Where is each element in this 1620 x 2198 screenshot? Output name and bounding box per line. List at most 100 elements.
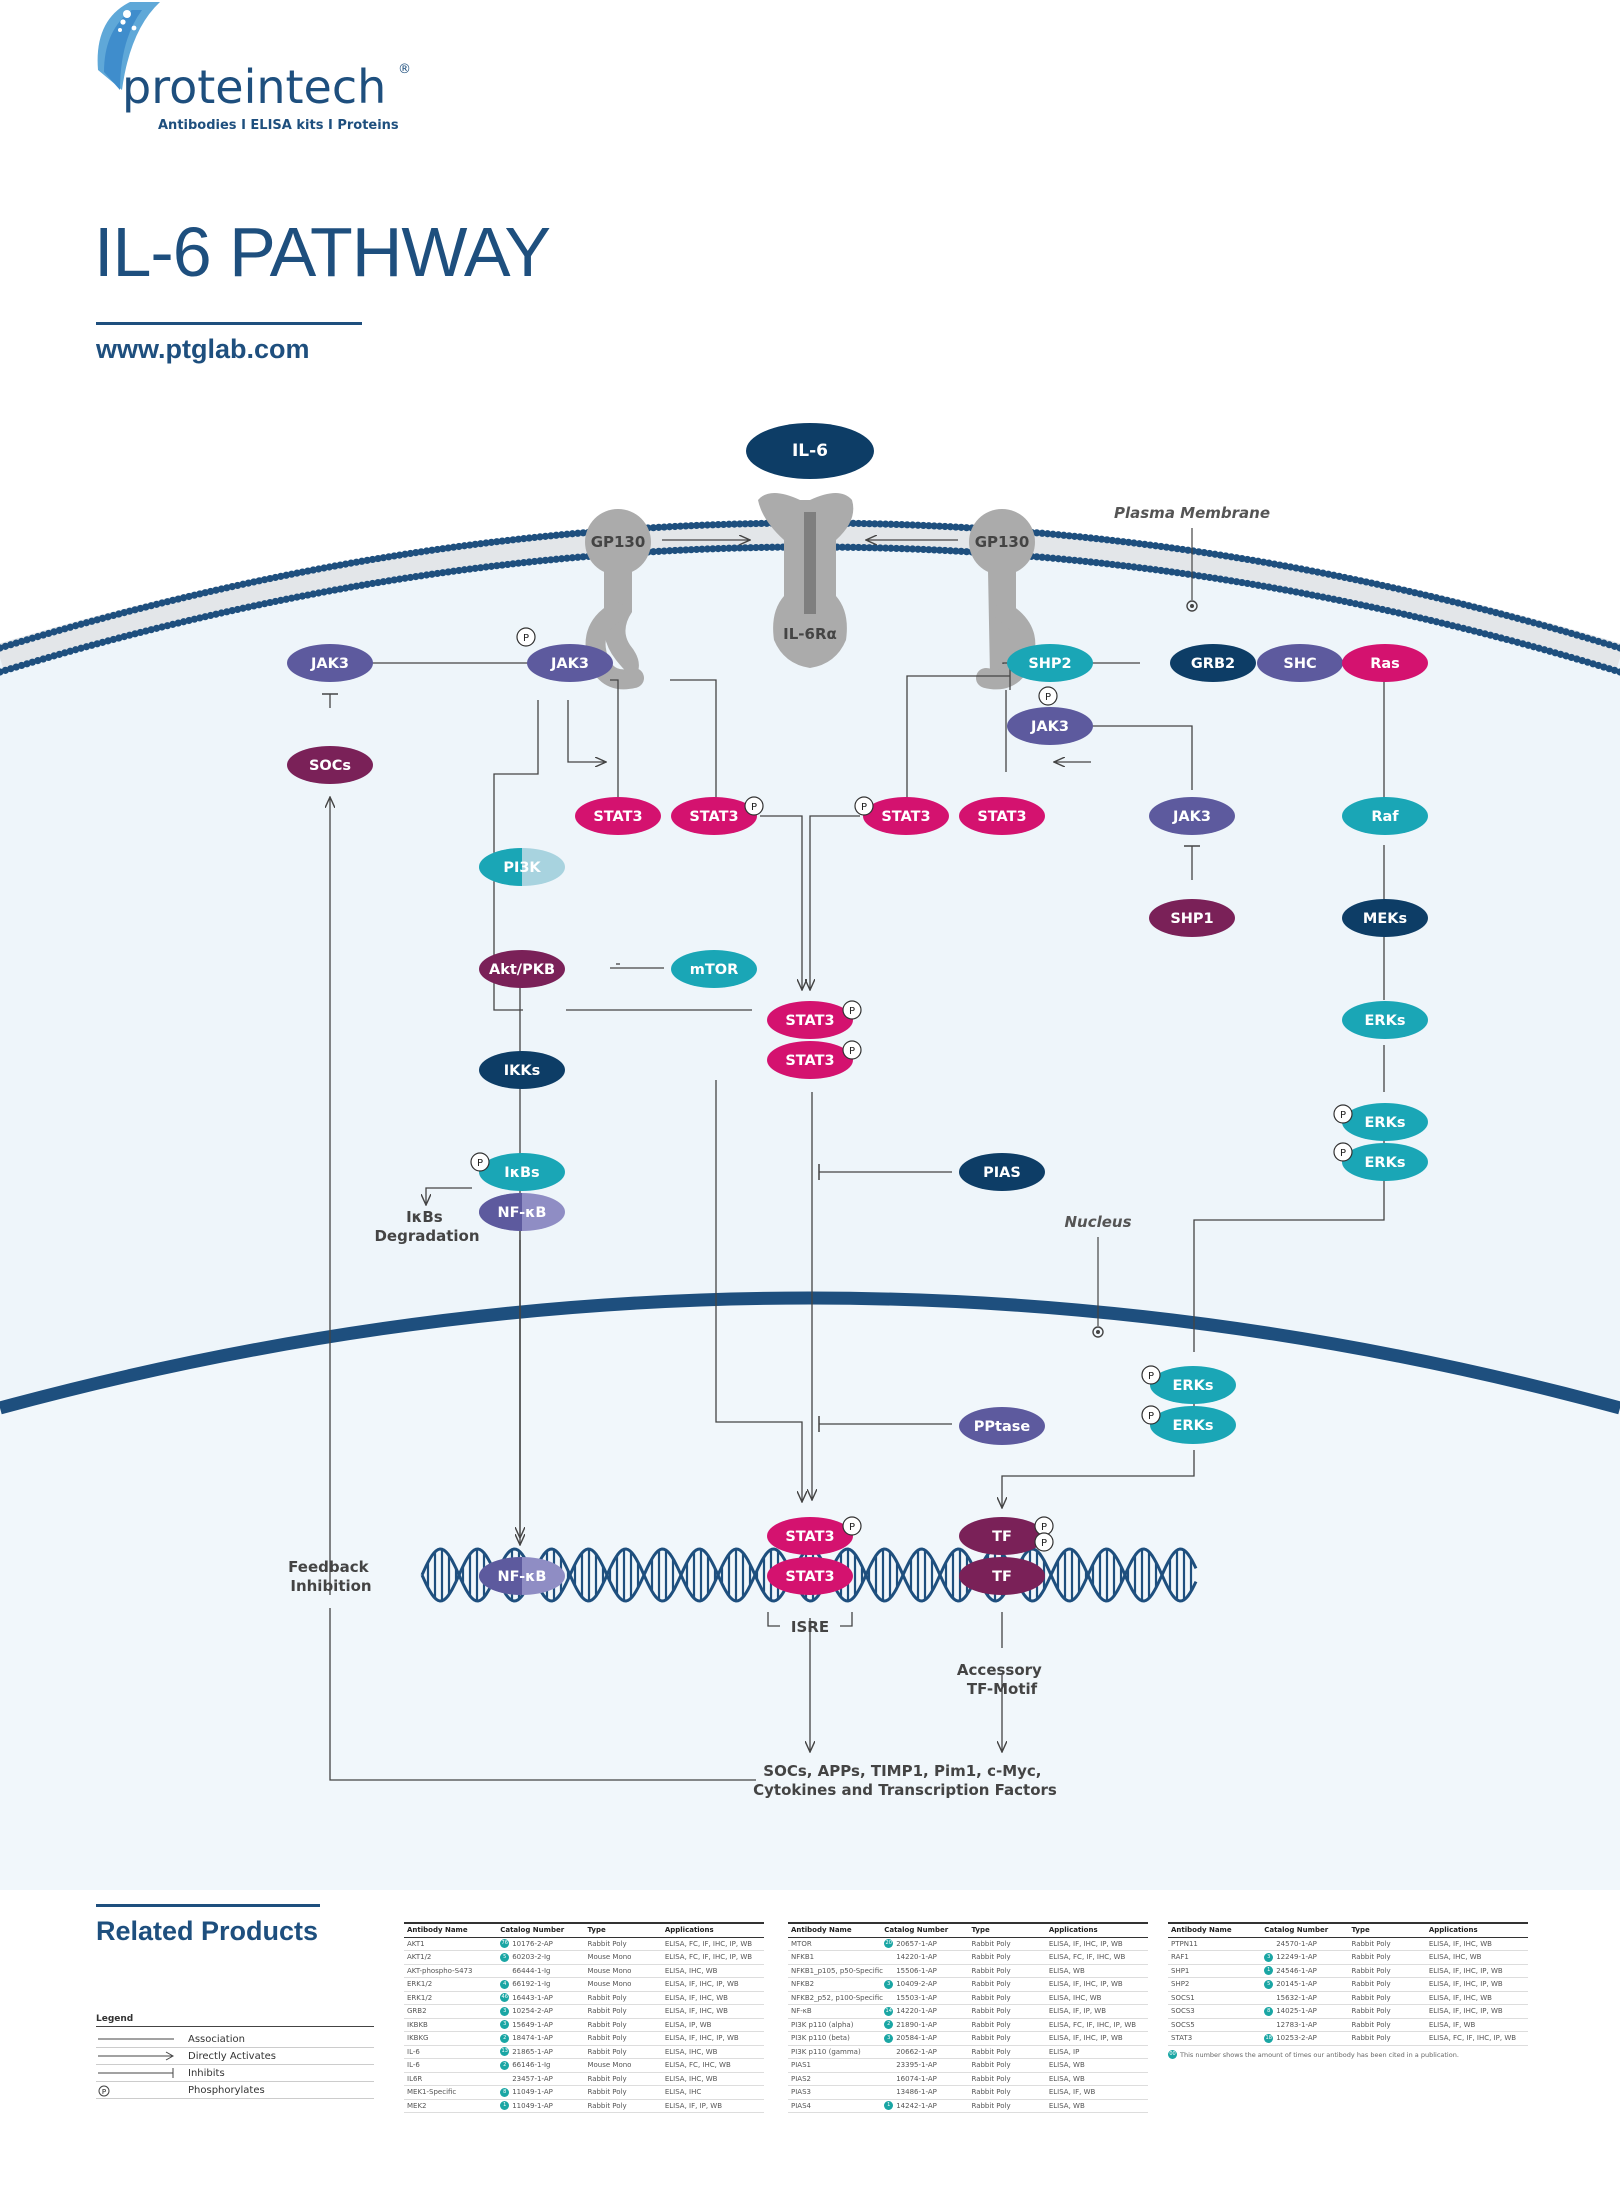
node-label: JAK3 [550,656,589,672]
phospho-icon: P [1141,1365,1161,1385]
node-stat3-4: STAT3 [959,797,1045,835]
association-line [906,675,1010,816]
antibody-type: Rabbit Poly [971,1953,1011,1962]
catalog-number[interactable]: 15506-1-AP [884,1967,971,1975]
legend-label: Phosphorylates [188,2084,265,2096]
antibody-type: Rabbit Poly [587,2007,627,2016]
catalog-number[interactable]: 13486-1-AP [884,2088,971,2096]
node-erks-1: ERKs [1342,1001,1428,1039]
catalog-number[interactable]: 15503-1-AP [884,1994,971,2002]
applications: ELISA, FC, IF, IHC, IP, WB [1048,2020,1137,2029]
association-line [840,1612,853,1627]
catalog-number[interactable]: 66444-1-Ig [500,1967,587,1975]
catalog-number[interactable]: 15632-1-AP [1264,1994,1351,2002]
catalog-number[interactable]: 23457-1-AP [500,2075,587,2083]
catalog-number-text: 14220-1-AP [896,1953,937,1962]
antibody-name: PI3K p110 (beta) [791,2034,850,2043]
catalog-number[interactable]: 24570-1-AP [1264,1940,1351,1948]
node-label: GP130 [591,533,646,551]
catalog-number[interactable]: 14220-1-AP [884,1953,971,1961]
citation-badge: 3 [884,1979,894,1989]
node-shc: SHC [1257,644,1343,682]
catalog-number[interactable]: 16074-1-AP [884,2075,971,2083]
applications: ELISA, IF, IHC, IP, WB [1428,2007,1503,2016]
antibody-name: IL-6 [407,2047,420,2056]
catalog-number[interactable]: 20662-1-AP [884,2048,971,2056]
node-label: Ras [1370,656,1400,672]
node-nfkb-dna: NF-κB [479,1557,565,1595]
phospho-letter: P [1148,1371,1154,1382]
antibody-type: Mouse Mono [587,1953,632,1962]
antibody-type: Rabbit Poly [587,1939,627,1948]
website-link[interactable]: www.ptglab.com [96,334,310,364]
catalog-number[interactable]: 12783-1-AP [1264,2021,1351,2029]
antibody-name: IKBKG [407,2034,429,2043]
antibody-name: GRB2 [407,2007,427,2016]
target-genes-line-1: SOCs, APPs, TIMP1, Pim1, c-Myc, [763,1762,1041,1780]
antibody-name: SOCS5 [1171,2020,1195,2029]
applications: ELISA, IP, WB [664,2020,712,2029]
catalog-number[interactable]: 23395-1-AP [884,2061,971,2069]
antibody-name: AKT1/2 [407,1953,432,1962]
citation-footnote: 00 This number shows the amount of times… [1168,2050,1459,2059]
antibody-name: AKT1 [407,1939,425,1948]
